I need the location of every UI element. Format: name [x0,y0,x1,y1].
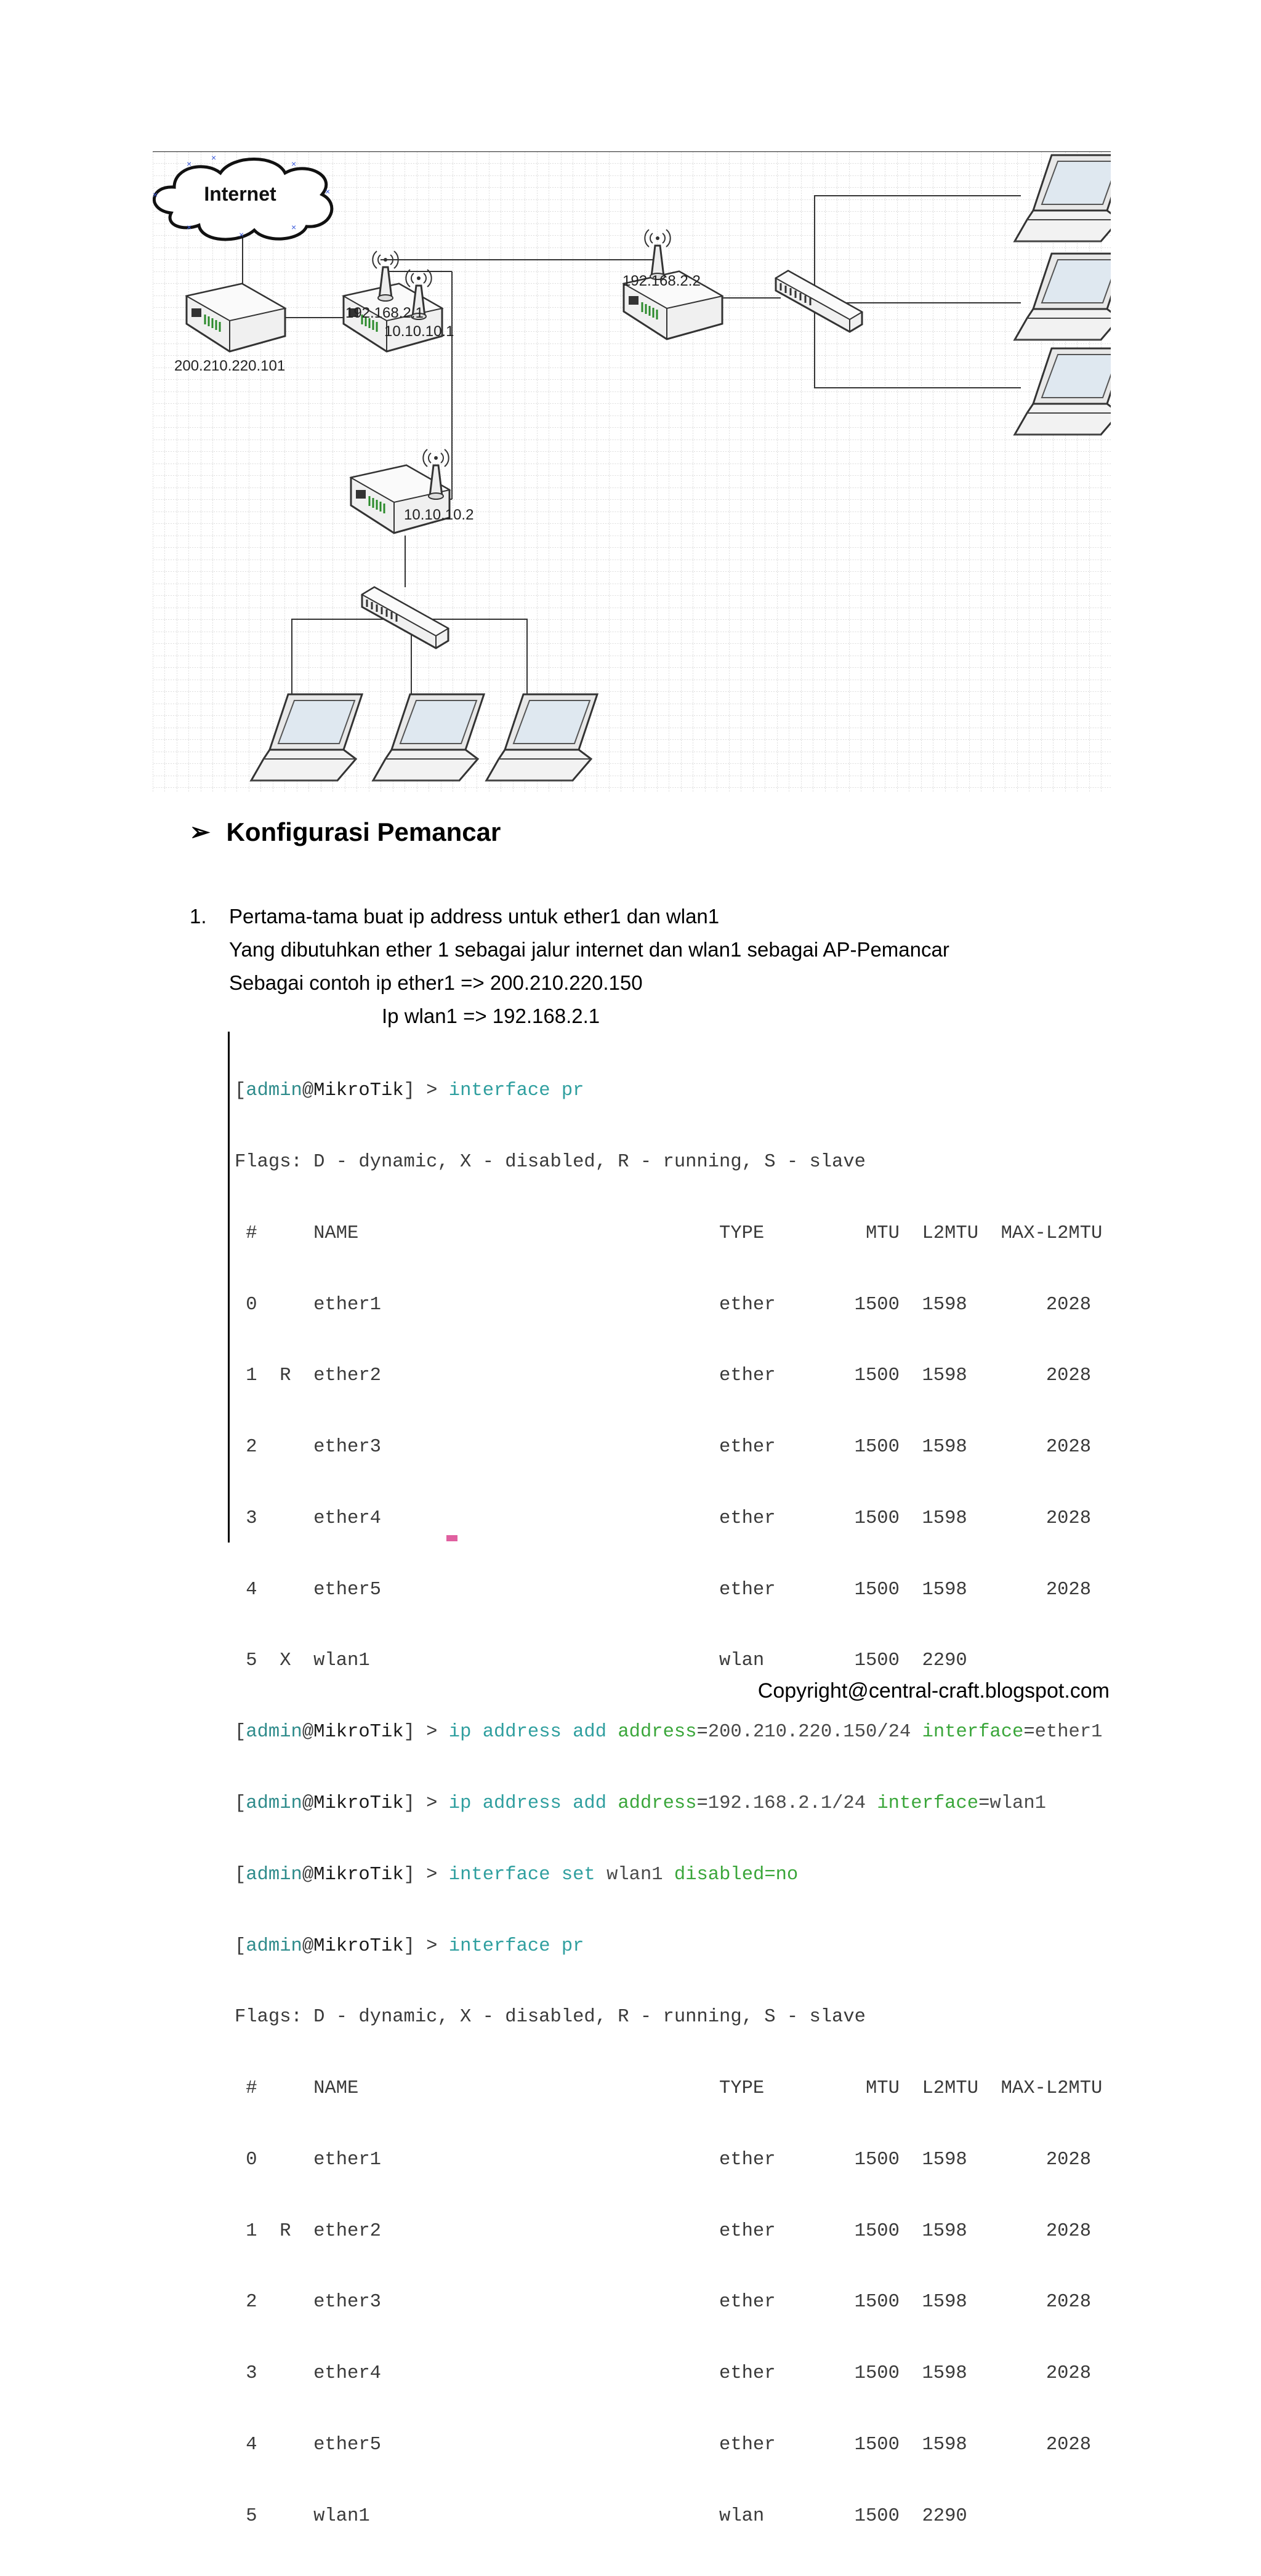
step-line-2: Yang dibutuhkan ether 1 sebagai jalur in… [229,938,949,961]
terminal-flags-line: Flags: D - dynamic, X - disabled, R - ru… [235,1151,866,1173]
footer-copyright: Copyright@central-craft.blogspot.com [757,1679,1110,1703]
terminal-command-line: [admin@MikroTik] > ip address add addres… [235,1722,1103,1743]
svg-text:×: × [187,222,191,232]
svg-text:×: × [211,153,216,163]
terminal-flags-line: Flags: D - dynamic, X - disabled, R - ru… [235,2007,866,2028]
modem-ip-label: 200.210.220.101 [174,358,285,374]
step-line-1: Pertama-tama buat ip address untuk ether… [229,905,720,928]
terminal-command-line: [admin@MikroTik] > ip address add addres… [235,1793,1046,1814]
terminal-cursor [446,1535,457,1541]
remote-ap-ip-label: 192.168.2.2 [622,273,701,289]
table-row: 4 ether5 ether 1500 1598 2028 [235,2434,1092,2456]
svg-text:×: × [291,222,296,232]
svg-text:×: × [291,159,296,169]
terminal-command-line: [admin@MikroTik] > interface pr [235,1080,584,1102]
internet-cloud-icon: Internet × × × × × × × × [153,153,334,241]
svg-text:×: × [153,190,158,199]
terminal-output: [admin@MikroTik] > interface pr Flags: D… [228,1032,1109,2527]
table-row: 4 ether5 ether 1500 1598 2028 [235,1579,1092,1600]
svg-text:×: × [325,187,330,196]
network-diagram: Internet × × × × × × × × 200.210.220.101 192.… [153,151,1111,792]
table-row: 1 R ether2 ether 1500 1598 2028 [235,1365,1092,1387]
router-a-ip1-label: 192.168.2.1 [345,305,424,321]
table-row: 2 ether3 ether 1500 1598 2028 [235,2292,1092,2313]
terminal-command-line: [admin@MikroTik] > interface set wlan1 d… [235,1864,799,1885]
table-row: 3 ether4 ether 1500 1598 2028 [235,1507,1092,1529]
terminal-table-header: # NAME TYPE MTU L2MTU MAX-L2MTU [235,2078,1103,2100]
cloud-label: Internet [204,183,276,205]
section-title: Konfigurasi Pemancar [226,817,501,846]
step-line-3: Sebagai contoh ip ether1 => 200.210.220.… [229,971,643,994]
table-row: 5 wlan1 wlan 1500 2290 [235,2505,967,2527]
router-a-ip2-label: 10.10.10.1 [384,323,454,340]
table-row: 2 ether3 ether 1500 1598 2028 [235,1437,1092,1458]
step-line-4: Ip wlan1 => 192.168.2.1 [382,1005,600,1027]
table-row: 1 R ether2 ether 1500 1598 2028 [235,2220,1092,2242]
bullet-arrow-icon: ➢ [190,819,211,846]
table-row: 3 ether4 ether 1500 1598 2028 [235,2363,1092,2385]
step-number: 1. [190,905,207,928]
section-heading: ➢ Konfigurasi Pemancar [190,817,501,847]
svg-text:×: × [239,230,244,239]
router-b-ip-label: 10.10.10.2 [404,507,473,523]
terminal-table-header: # NAME TYPE MTU L2MTU MAX-L2MTU [235,1222,1103,1244]
table-row: 5 X wlan1 wlan 1500 2290 [235,1650,967,1672]
terminal-command-line: [admin@MikroTik] > interface pr [235,1935,584,1957]
table-row: 0 ether1 ether 1500 1598 2028 [235,2149,1092,2170]
svg-text:×: × [187,159,191,169]
table-row: 0 ether1 ether 1500 1598 2028 [235,1294,1092,1315]
